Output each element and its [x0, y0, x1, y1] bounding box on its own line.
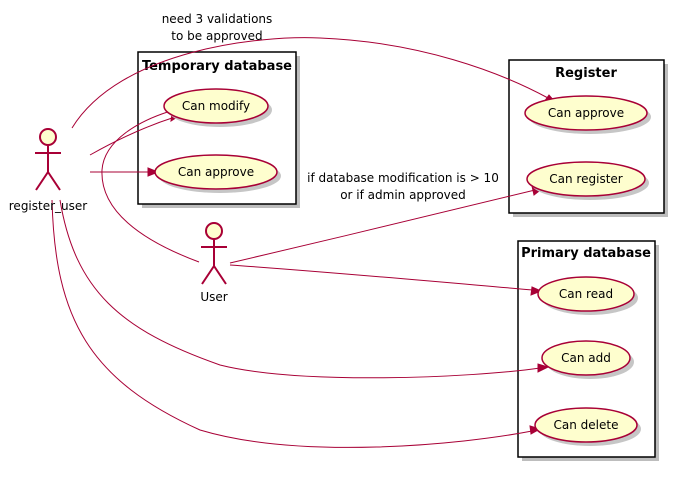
edge-register-user-to-can-add — [59, 199, 541, 379]
usecase-can-approve-temporary[interactable]: Can approve — [154, 154, 281, 193]
note-modification-line-2: or if admin approved — [340, 188, 466, 202]
arrowhead — [537, 363, 550, 373]
usecase-label: Can approve — [548, 106, 624, 120]
usecase-can-approve-register[interactable]: Can approve — [524, 95, 651, 134]
edge-register-user-to-can-modify — [89, 116, 176, 156]
edges — [51, 37, 558, 448]
package-title-primary: Primary database — [521, 246, 651, 261]
usecase-can-modify[interactable]: Can modify — [163, 88, 272, 127]
usecase-label: Can read — [559, 287, 613, 301]
package-title-temporary: Temporary database — [142, 59, 292, 74]
usecase-label: Can modify — [182, 99, 250, 113]
edge-user-to-can-read — [229, 264, 534, 291]
note-validations-line-1: need 3 validations — [162, 12, 273, 26]
package-title-register: Register — [555, 66, 617, 81]
edge-register-user-to-can-delete — [51, 199, 533, 448]
note-modification-line-1: if database modification is > 10 — [307, 171, 499, 185]
note-validations: need 3 validations to be approved — [162, 12, 273, 43]
note-modification: if database modification is > 10 or if a… — [307, 171, 499, 202]
edge-user-to-can-register — [229, 189, 536, 264]
usecase-can-add[interactable]: Can add — [541, 340, 634, 379]
note-validations-line-2: to be approved — [171, 29, 262, 43]
usecase-can-register[interactable]: Can register — [526, 161, 649, 200]
usecase-can-delete[interactable]: Can delete — [534, 407, 641, 446]
edge-register-user-to-register-approve — [71, 37, 549, 129]
arrowhead — [147, 167, 160, 177]
usecase-label: Can register — [549, 172, 622, 186]
edge-user-to-can-modify — [101, 109, 200, 263]
actor-register-user[interactable]: register_user — [9, 128, 88, 213]
arrowhead — [530, 286, 543, 296]
stick-figure-icon — [35, 128, 61, 191]
usecase-can-read[interactable]: Can read — [537, 276, 638, 315]
usecase-label: Can add — [561, 351, 611, 365]
actor-label: register_user — [9, 199, 88, 213]
actor-user[interactable]: User — [200, 222, 228, 304]
stick-figure-icon — [201, 222, 227, 285]
usecase-label: Can delete — [554, 418, 619, 432]
usecase-label: Can approve — [178, 165, 254, 179]
actor-label: User — [200, 290, 227, 304]
